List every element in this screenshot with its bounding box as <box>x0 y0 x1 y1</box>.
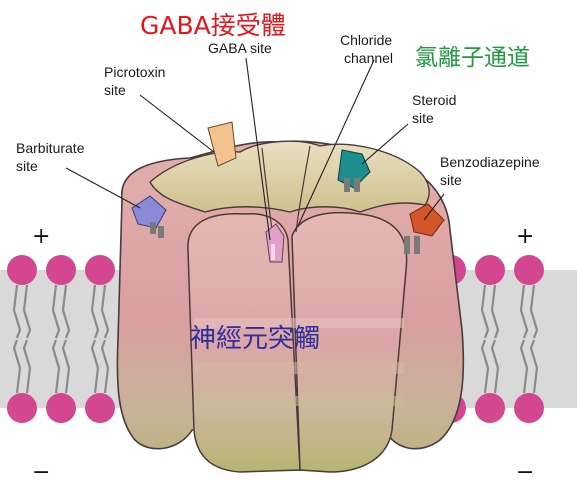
chloride-channel-title: 氯離子通道 <box>415 38 530 72</box>
benzodiazepine-site-label-line2: site <box>440 172 462 189</box>
lipid-head-upper <box>46 255 76 285</box>
lipid-head-upper <box>85 255 115 285</box>
minus-sign-left: − <box>32 462 50 484</box>
chloride-channel-label-line1: Chloride <box>340 32 392 49</box>
plus-sign-left: + <box>32 226 50 248</box>
picrotoxin-site-label-line1: Picrotoxin <box>104 64 165 81</box>
neuron-synapse-caption: 神經元突觸 <box>190 318 320 355</box>
lipid-head-lower <box>7 393 37 423</box>
lipid-head-lower <box>46 393 76 423</box>
lipid-head-upper <box>475 255 505 285</box>
picrotoxin-site-label-line2: site <box>104 82 126 99</box>
lipid-head-lower <box>514 393 544 423</box>
lipid-head-upper <box>514 255 544 285</box>
lipid-head-upper <box>7 255 37 285</box>
benzodiazepine-site-label-line1: Benzodiazepine <box>440 154 540 171</box>
gaba-receptor-title: GABA接受體 <box>140 6 286 42</box>
steroid-site-label-line1: Steroid <box>412 92 456 109</box>
barbiturate-site-label-line2: site <box>16 158 38 175</box>
barbiturate-site-label-line1: Barbiturate <box>16 140 84 157</box>
plus-sign-right: + <box>516 226 534 248</box>
lipid-head-lower <box>85 393 115 423</box>
minus-sign-right: − <box>516 462 534 484</box>
gaba-site-label: GABA site <box>208 40 272 57</box>
chloride-channel-label-line2: channel <box>344 50 393 67</box>
steroid-site-label-line2: site <box>412 110 434 127</box>
gaba-receptor-protein <box>117 141 463 472</box>
lipid-head-lower <box>475 393 505 423</box>
